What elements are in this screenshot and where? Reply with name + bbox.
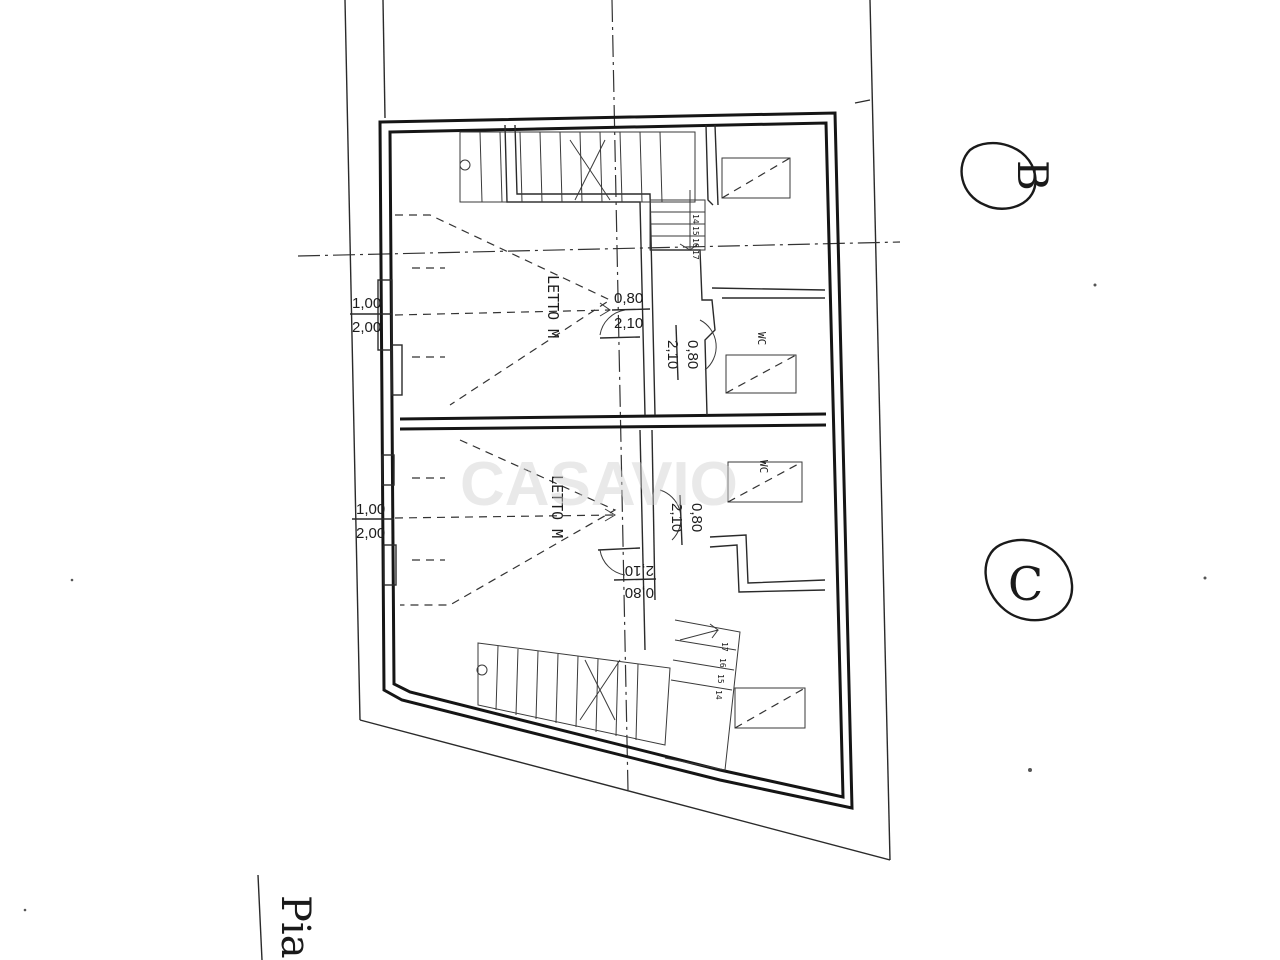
lower-wc-door-width: 0,80	[688, 503, 705, 532]
upper-wc-label: WC	[755, 332, 768, 345]
upper-step-15: 15	[691, 226, 700, 236]
upper-step-numbers: 14 15 16 17	[691, 214, 700, 260]
upper-window-height: 2,00	[352, 319, 381, 336]
skylights	[721, 157, 806, 729]
lower-step-14: 14	[714, 690, 723, 700]
windows	[377, 279, 403, 586]
upper-window-width: 1,00	[352, 295, 381, 312]
lower-window-width: 1,00	[356, 501, 385, 518]
upper-wc-door-height: 2,10	[664, 340, 681, 369]
lower-door-height: 2,10	[625, 562, 654, 579]
upper-partitions	[504, 124, 826, 416]
upper-wc-label-group: WC	[755, 332, 768, 345]
upper-door-height: 2,10	[614, 315, 643, 332]
upper-bedroom-label-group: LETTO M	[544, 275, 562, 338]
lower-door-width: 0,80	[625, 584, 654, 601]
lower-bedroom-label: LETTO M	[548, 475, 566, 538]
lower-step-numbers: 14 15 16 17	[714, 642, 729, 700]
lower-step-16: 16	[718, 658, 727, 668]
upper-door-width: 0,80	[614, 290, 643, 307]
exterior-walls	[378, 111, 854, 810]
upper-wc-door-dims: 0,80 2,10	[664, 340, 701, 369]
lower-partitions	[639, 429, 826, 651]
caption: Pia	[272, 895, 318, 959]
lower-window-height: 2,00	[356, 525, 385, 542]
upper-step-17: 17	[691, 250, 700, 260]
lower-light-lines	[394, 439, 617, 606]
watermark: CASAVIO	[460, 450, 738, 519]
party-wall	[399, 412, 827, 431]
lower-step-15: 15	[716, 674, 725, 684]
unit-c-label: C	[1008, 557, 1043, 611]
site-boundary	[257, 0, 891, 960]
upper-light-lines	[394, 214, 612, 406]
lower-wc-label: WC	[757, 460, 770, 473]
unit-c-marker: C	[984, 538, 1074, 622]
upper-step-14: 14	[691, 214, 700, 224]
lower-wc-label-group: WC	[757, 460, 770, 473]
axis-lines	[297, 0, 901, 791]
lower-staircase	[476, 619, 741, 771]
scan-specks	[23, 283, 1207, 912]
caption-group: Pia	[272, 895, 318, 959]
upper-staircase	[459, 131, 706, 251]
lower-bedroom-label-group: LETTO M	[548, 475, 566, 538]
unit-b-label: B	[1008, 160, 1057, 191]
upper-wc-door-width: 0,80	[684, 340, 701, 369]
upper-bedroom-label: LETTO M	[544, 275, 562, 338]
lower-step-17: 17	[720, 642, 729, 652]
upper-step-16: 16	[691, 238, 700, 248]
lower-door-dims: 0,80 2,10	[625, 562, 654, 601]
unit-b-marker: B	[960, 141, 1057, 210]
